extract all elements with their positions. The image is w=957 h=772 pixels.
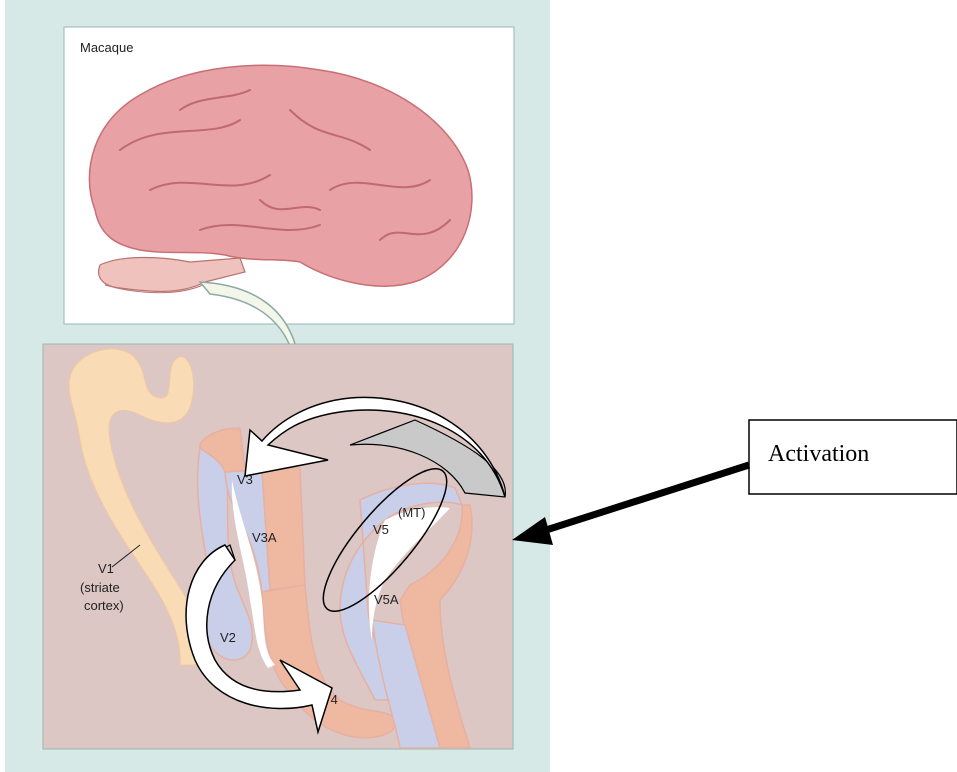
activation-callout-label: Activation (768, 441, 869, 467)
area-v3-stem (262, 468, 305, 590)
area-label-v1-sub2: cortex) (84, 598, 124, 613)
area-label-mt: (MT) (398, 505, 425, 520)
area-label-v3a: V3A (252, 530, 277, 545)
area-label-v5: V5 (373, 522, 389, 537)
area-label-v5a: V5A (374, 592, 399, 607)
area-label-v1-sub1: (striate (80, 580, 120, 595)
macaque-label: Macaque (80, 40, 133, 55)
area-label-v2: V2 (220, 630, 236, 645)
area-label-v1: V1 (98, 561, 114, 576)
